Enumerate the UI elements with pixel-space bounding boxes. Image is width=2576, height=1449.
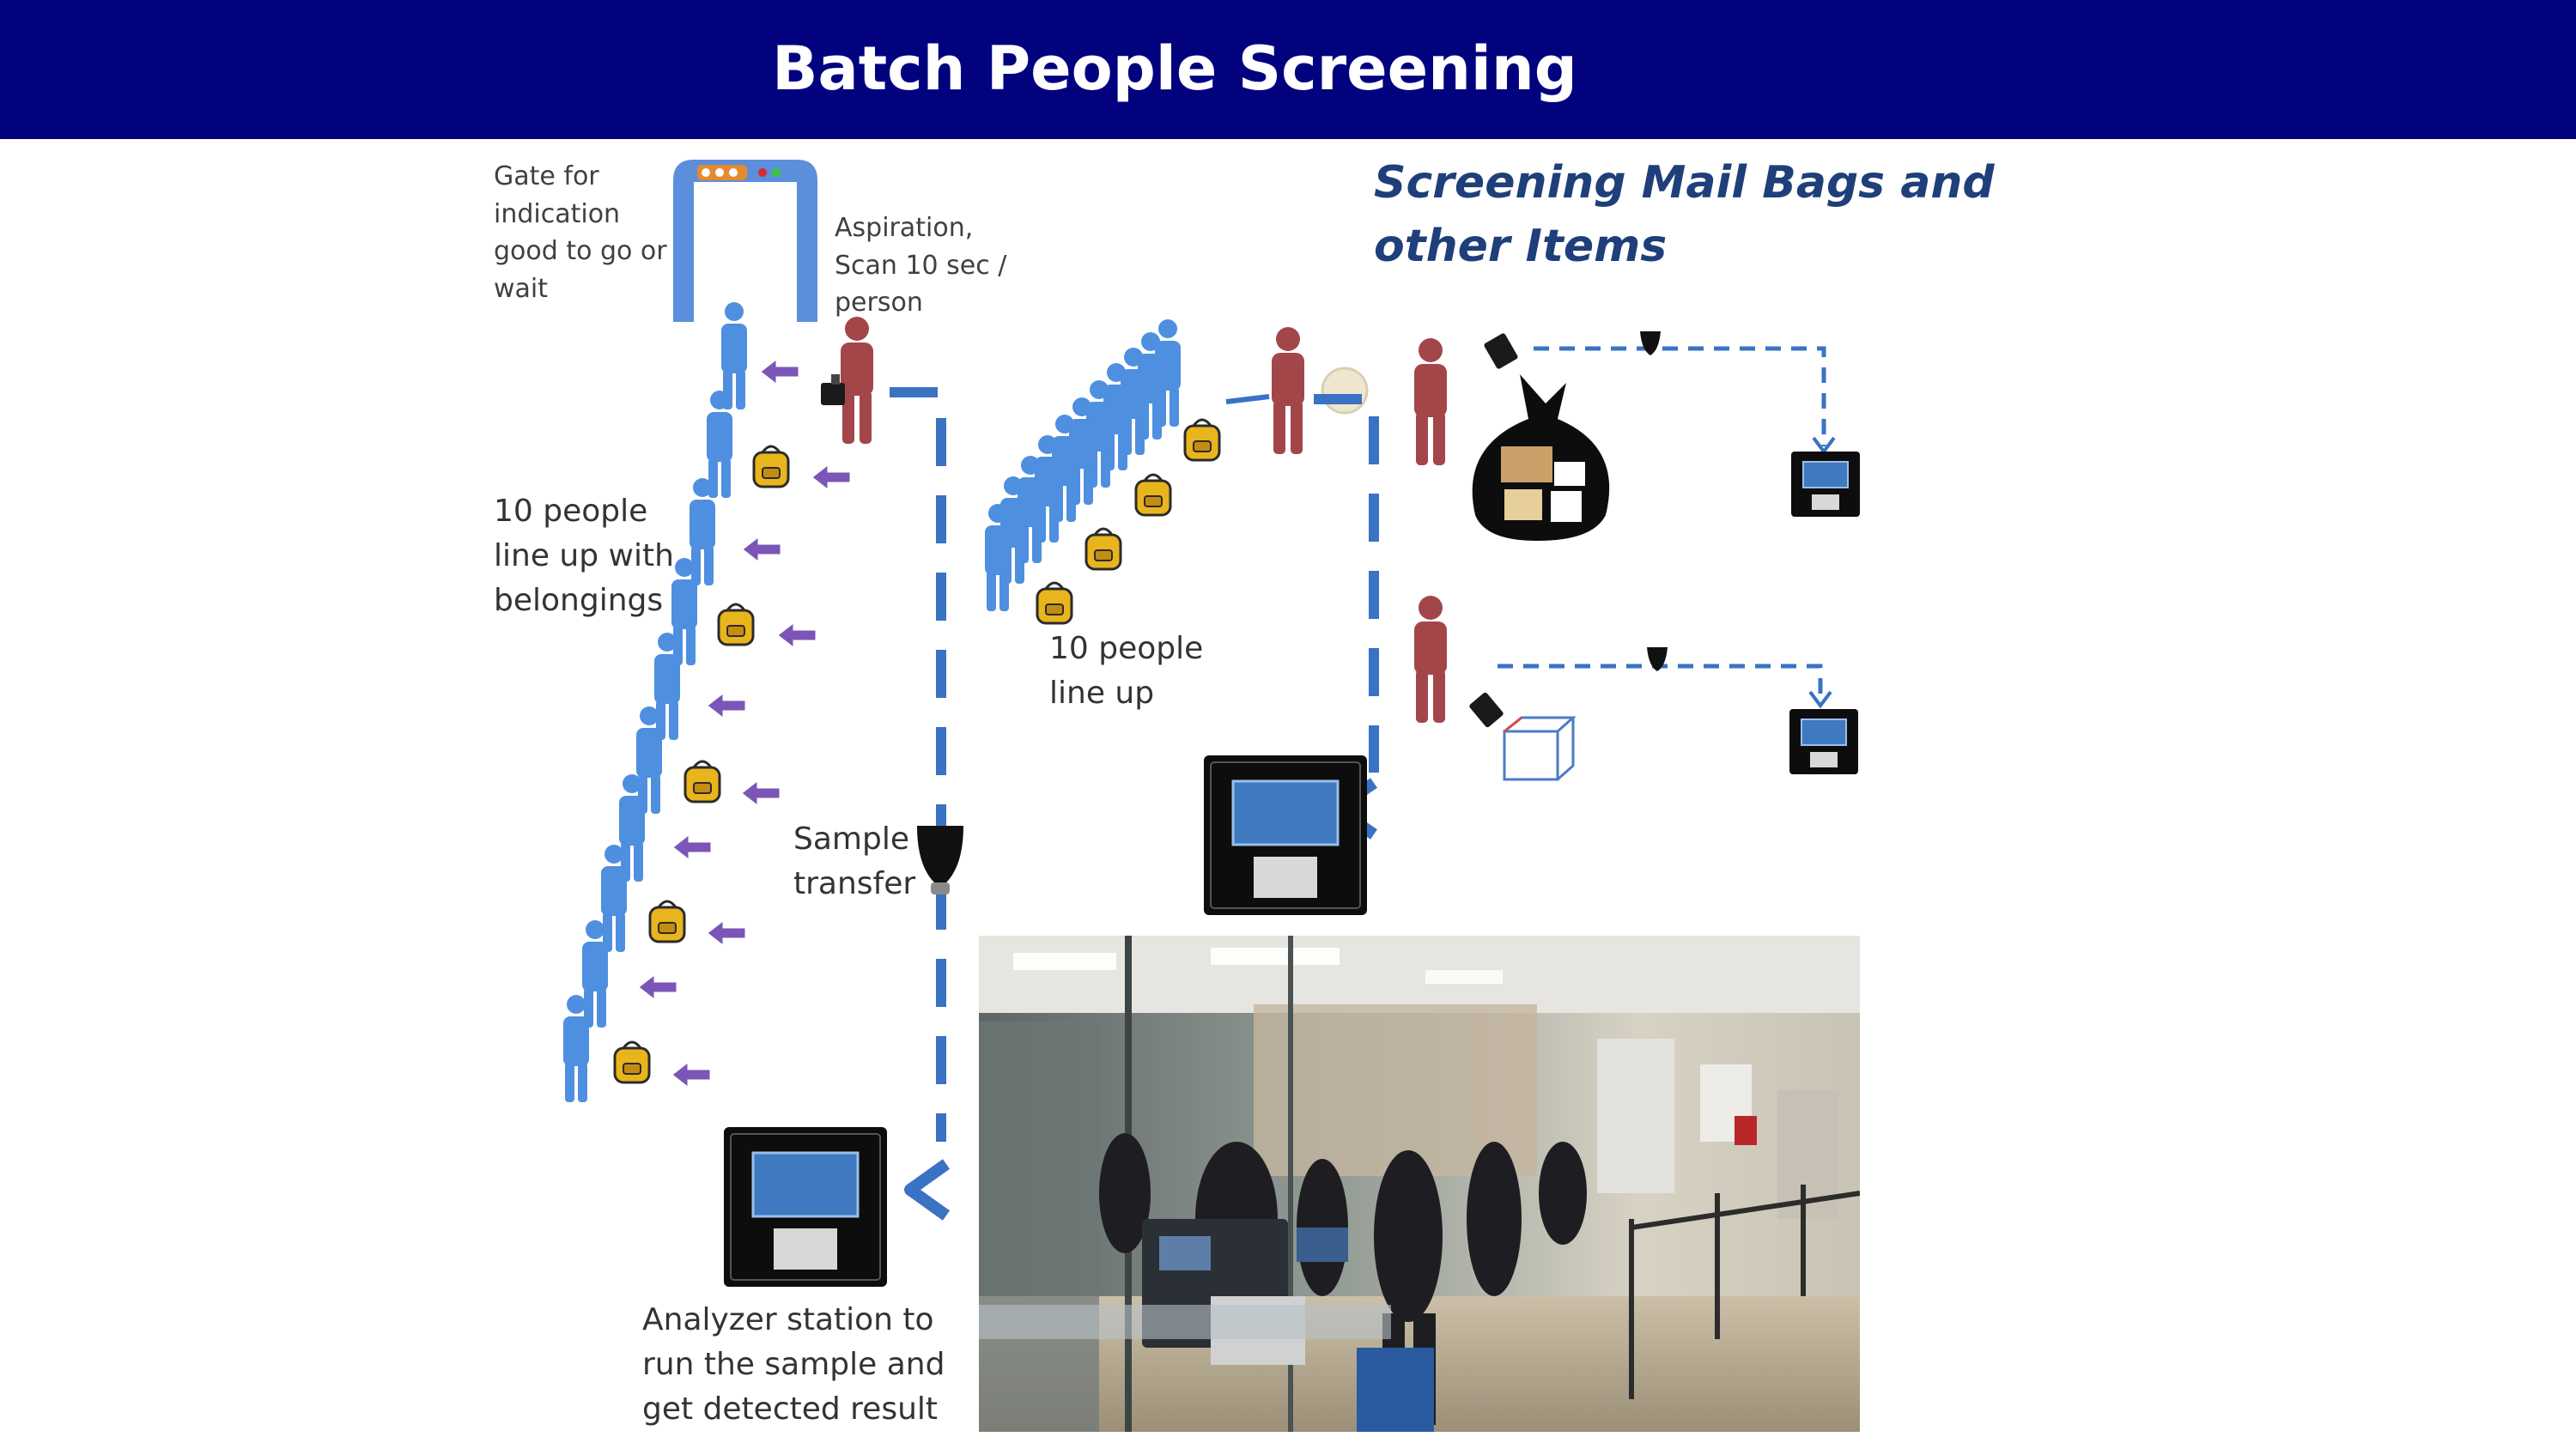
analyzer-station-icon [1202,754,1369,917]
operator-person-icon [1272,327,1304,454]
arrow-head-icon [904,1159,951,1221]
deployment-photo-drawing [979,936,1860,1432]
wand-icon [1484,333,1518,369]
box-icon [1503,716,1577,781]
gate-label: Gate for indication good to go or wait [494,161,667,304]
sample-cartridge-icon [1647,647,1668,671]
line-up-belongings-label: 10 people line up with belongings [494,494,674,619]
mail-bag-icon [1472,374,1610,541]
wand-icon [1225,394,1270,404]
analyzer-station-icon [1790,451,1861,518]
line-up-label: 10 people line up [1049,631,1204,712]
wand-icon [821,374,845,405]
gate-icon [673,160,817,322]
deployment-photo [979,936,1860,1432]
mail-operator-person-icon [1414,338,1447,465]
analyzer-station-label: Analyzer station to run the sample and g… [642,1302,945,1428]
sample-flow-line [1314,394,1379,773]
sample-flow-line [890,387,946,1142]
analyzer-station-icon [1789,708,1859,775]
aspiration-label: Aspiration, Scan 10 sec / person [835,213,1007,318]
operator-person-icon [841,317,873,444]
page-title: Batch People Screening [772,33,1577,104]
queue-middle [985,319,1181,611]
box-flow-line [1498,664,1823,700]
arrow-head-icon [1808,690,1832,709]
sample-disc-icon [1321,367,1369,415]
analyzer-station-icon [722,1125,889,1288]
title-bar: Batch People Screening [0,0,2576,139]
wand-icon [1469,692,1504,728]
box-operator-person-icon [1414,596,1447,723]
sample-cartridge-icon [1640,331,1661,355]
mail-screening-title: Screening Mail Bags and other Items [1374,157,1995,272]
sample-cartridge-icon [917,826,963,894]
mail-flow-line [1534,346,1826,446]
sample-transfer-label: Sample transfer [793,822,916,902]
